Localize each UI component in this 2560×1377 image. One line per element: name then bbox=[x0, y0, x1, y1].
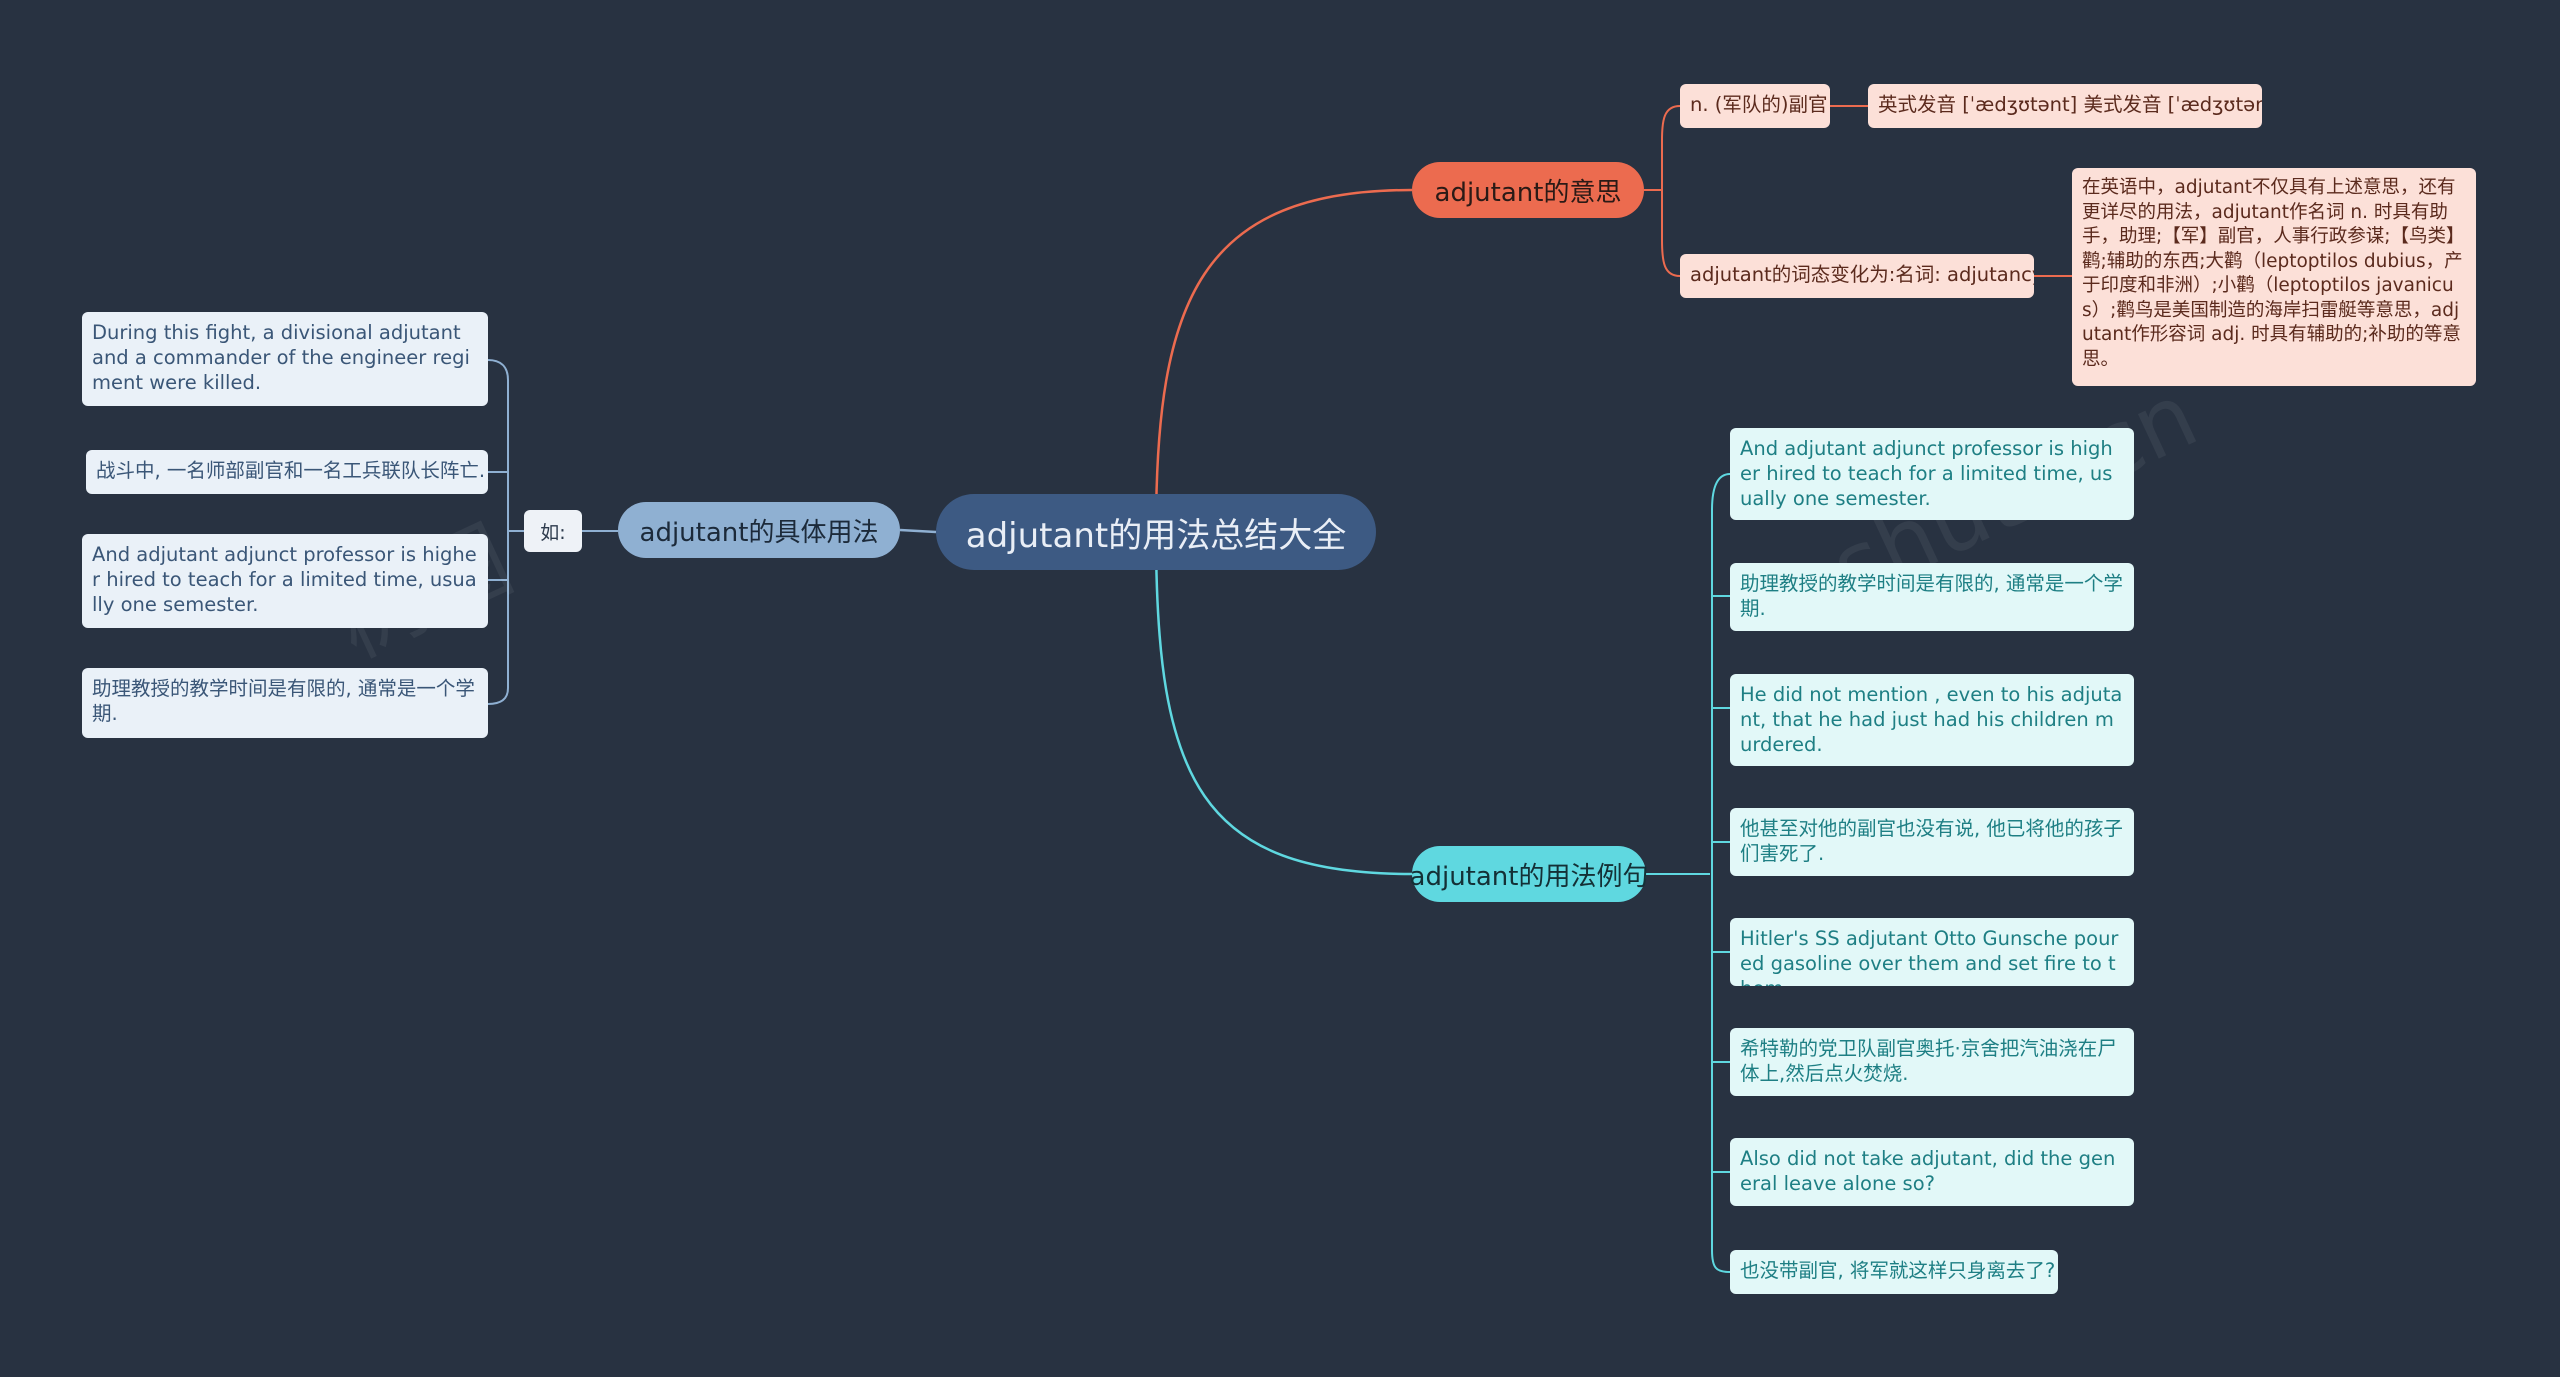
usage-item[interactable]: 助理教授的教学时间是有限的, 通常是一个学期. bbox=[82, 668, 488, 738]
link-root-meaning bbox=[1154, 188, 1413, 533]
meaning-item-2-child[interactable]: 在英语中，adjutant不仅具有上述意思，还有更详尽的用法，adjutant作… bbox=[2072, 168, 2476, 386]
example-item[interactable]: Hitler's SS adjutant Otto Gunsche poured… bbox=[1730, 918, 2134, 986]
example-item[interactable]: 希特勒的党卫队副官奥托·京舍把汽油浇在尸体上,然后点火焚烧. bbox=[1730, 1028, 2134, 1096]
example-item[interactable]: Also did not take adjutant, did the gene… bbox=[1730, 1138, 2134, 1206]
usage-item[interactable]: During this fight, a divisional adjutant… bbox=[82, 312, 488, 406]
usage-item-text: 战斗中, 一名师部副官和一名工兵联队长阵亡. bbox=[96, 459, 486, 482]
example-item[interactable]: And adjutant adjunct professor is higher… bbox=[1730, 428, 2134, 520]
link-usage-spine bbox=[487, 359, 524, 705]
example-item-text: And adjutant adjunct professor is higher… bbox=[1740, 437, 2113, 510]
branch-examples[interactable]: adjutant的用法例句 bbox=[1409, 846, 1649, 902]
example-item[interactable]: 助理教授的教学时间是有限的, 通常是一个学期. bbox=[1730, 563, 2134, 631]
usage-item[interactable]: And adjutant adjunct professor is higher… bbox=[82, 534, 488, 628]
root-topic[interactable]: adjutant的用法总结大全 bbox=[936, 494, 1376, 570]
link-meaning-bracket bbox=[1644, 105, 1681, 277]
usage-item-text: During this fight, a divisional adjutant… bbox=[92, 321, 470, 394]
example-item-text: 助理教授的教学时间是有限的, 通常是一个学期. bbox=[1740, 572, 2123, 620]
usage-item-text: And adjutant adjunct professor is higher… bbox=[92, 543, 477, 616]
branch-usage[interactable]: adjutant的具体用法 bbox=[618, 502, 900, 558]
usage-tag-text: 如: bbox=[540, 521, 566, 544]
example-item-text: Hitler's SS adjutant Otto Gunsche poured… bbox=[1740, 927, 2119, 986]
meaning-item-2[interactable]: adjutant的词态变化为:名词: adjutancy bbox=[1680, 254, 2034, 298]
meaning-item-2-child-text: 在英语中，adjutant不仅具有上述意思，还有更详尽的用法，adjutant作… bbox=[2082, 177, 2465, 370]
link-root-usage bbox=[899, 528, 937, 534]
meaning-item-1[interactable]: n. (军队的)副官 bbox=[1680, 84, 1830, 128]
branch-usage-label: adjutant的具体用法 bbox=[639, 517, 879, 548]
example-item[interactable]: 也没带副官, 将军就这样只身离去了? bbox=[1730, 1250, 2058, 1294]
root-topic-label: adjutant的用法总结大全 bbox=[965, 515, 1347, 556]
branch-meaning[interactable]: adjutant的意思 bbox=[1412, 162, 1644, 218]
meaning-item-1-text: n. (军队的)副官 bbox=[1690, 93, 1828, 116]
usage-item-text: 助理教授的教学时间是有限的, 通常是一个学期. bbox=[92, 677, 475, 725]
example-item-text: 希特勒的党卫队副官奥托·京舍把汽油浇在尸体上,然后点火焚烧. bbox=[1740, 1037, 2117, 1085]
branch-examples-label: adjutant的用法例句 bbox=[1409, 861, 1649, 892]
meaning-item-2-text: adjutant的词态变化为:名词: adjutancy bbox=[1690, 263, 2034, 286]
usage-item[interactable]: 战斗中, 一名师部副官和一名工兵联队长阵亡. bbox=[86, 450, 488, 494]
example-item-text: 也没带副官, 将军就这样只身离去了? bbox=[1740, 1259, 2056, 1282]
example-item-text: 他甚至对他的副官也没有说, 他已将他的孩子们害死了. bbox=[1740, 817, 2123, 865]
link-root-examples bbox=[1154, 531, 1413, 876]
branch-meaning-label: adjutant的意思 bbox=[1434, 177, 1622, 208]
example-item[interactable]: 他甚至对他的副官也没有说, 他已将他的孩子们害死了. bbox=[1730, 808, 2134, 876]
usage-tag[interactable]: 如: bbox=[524, 510, 582, 552]
meaning-item-1-child-text: 英式发音 [ˈædʒʊtənt] 美式发音 [ˈædʒʊtənt] bbox=[1878, 93, 2262, 116]
example-item-text: Also did not take adjutant, did the gene… bbox=[1740, 1147, 2116, 1195]
example-item-text: He did not mention , even to his adjutan… bbox=[1740, 683, 2123, 756]
meaning-item-1-child[interactable]: 英式发音 [ˈædʒʊtənt] 美式发音 [ˈædʒʊtənt] bbox=[1868, 84, 2262, 128]
example-item[interactable]: He did not mention , even to his adjutan… bbox=[1730, 674, 2134, 766]
link-examples-spine bbox=[1711, 473, 1731, 1273]
